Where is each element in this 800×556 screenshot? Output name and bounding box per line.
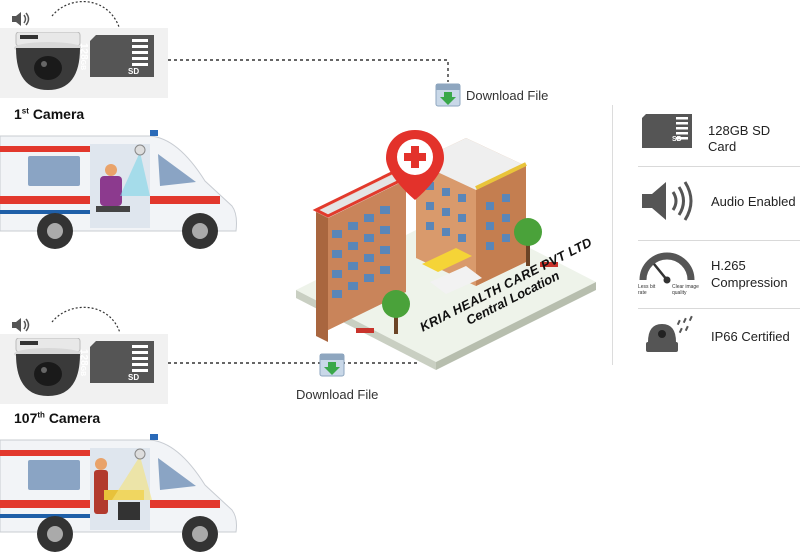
download-label-2: Download File <box>296 387 379 402</box>
features-divider <box>612 105 613 365</box>
sd-card-icon <box>90 341 154 383</box>
speaker-icon <box>12 318 30 332</box>
sd-capacity: 128 <box>78 43 89 60</box>
sd-unit: GB <box>79 365 86 377</box>
speaker-icon <box>12 12 30 26</box>
sd-type: SD <box>128 67 140 76</box>
sd-type: SD <box>128 373 140 382</box>
camera-1-title: 1st Camera <box>14 106 85 122</box>
hospital-pin-icon <box>386 130 444 200</box>
camera-107-title: 107th Camera <box>14 410 101 426</box>
camera-unit-1: 128GB SD <box>0 0 170 100</box>
sd-unit: GB <box>79 59 86 71</box>
sd-card-icon <box>90 35 154 77</box>
dome-camera-icon <box>14 32 82 90</box>
dome-camera-icon <box>14 338 82 396</box>
download-label-1: Download File <box>466 88 549 103</box>
ambulance-1 <box>0 130 237 249</box>
ambulance-2 <box>0 434 237 552</box>
sd-capacity: 128 <box>78 349 89 366</box>
download-icon <box>319 353 345 377</box>
camera-unit-107: 128GB SD <box>0 306 170 406</box>
hospital-building-illustration <box>296 138 596 370</box>
download-icon <box>435 83 461 107</box>
